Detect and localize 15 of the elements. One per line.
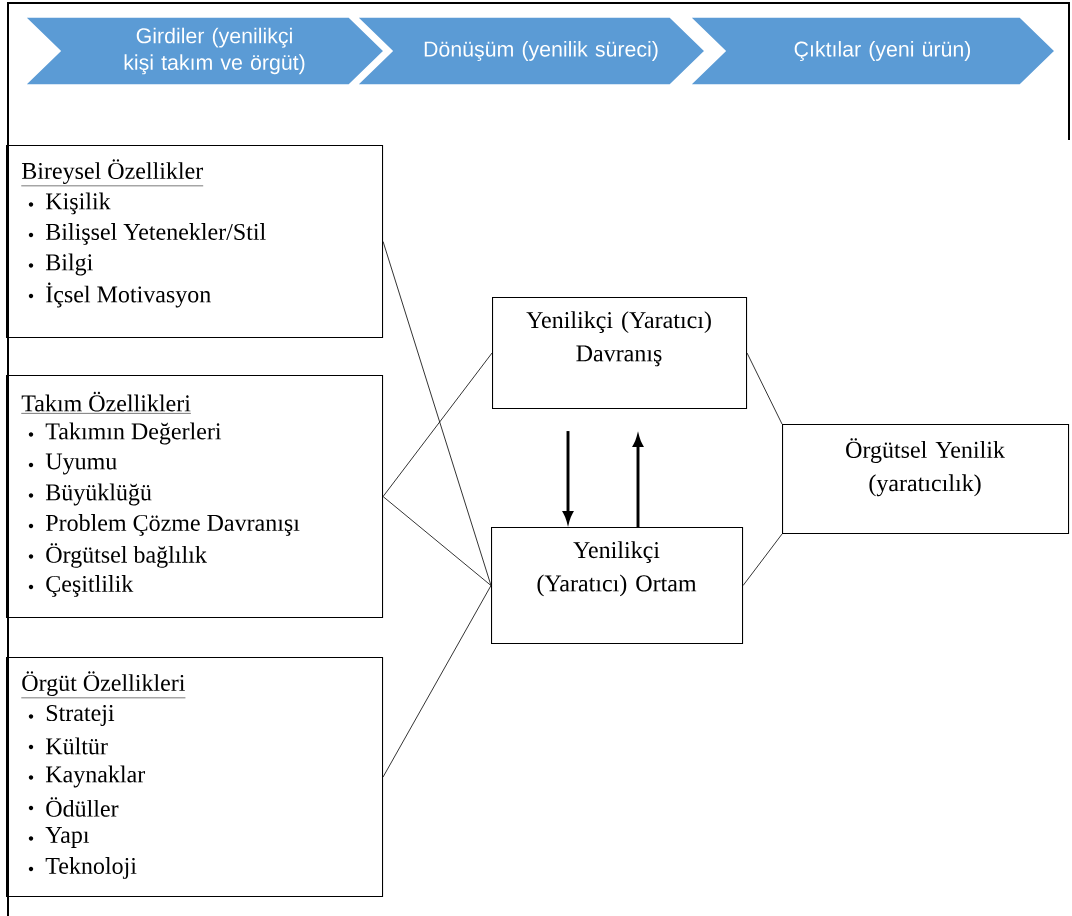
list-box: Bireysel Özellikler Kişilik Bilişsel Yetenekler/Stil Bilgi İçsel Motivasyon	[6, 145, 384, 339]
connector-line	[382, 496, 492, 586]
process-box: Örgütsel Yenilik (yaratıcılık)	[782, 424, 1070, 535]
connector-line	[382, 241, 492, 586]
process-box: Yenilikçi (Yaratıcı) Ortam	[491, 527, 744, 645]
connector-line	[382, 585, 492, 778]
connector-line	[746, 352, 783, 425]
chevron-banner: Dönüşüm (yenilik süreci)	[355, 16, 707, 86]
list-box: Takım Özellikleri Takımın Değerleri Uyumu Büyüklüğü Problem Çözme Davranışı Örgütsel bağlılık Çeşitlilik	[6, 375, 384, 619]
chevron-banner: Çıktılar (yeni ürün)	[688, 16, 1057, 86]
chevron-banner: Girdiler (yenilikçi kişi takım ve örgüt)	[23, 16, 386, 86]
process-box: Yenilikçi (Yaratıcı) Davranış	[492, 297, 748, 410]
list-box: Örgüt Özellikleri Strateji Kültür Kaynaklar Ödüller Yapı Teknoloji	[6, 657, 384, 898]
connector-line	[382, 352, 493, 497]
connector-line	[742, 533, 783, 586]
